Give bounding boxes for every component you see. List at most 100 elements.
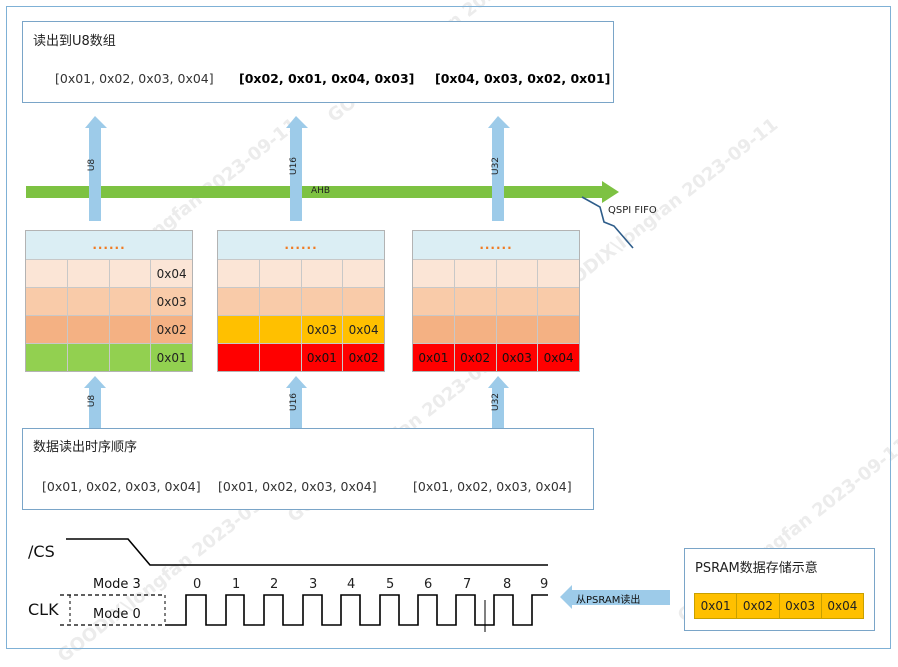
fifo-cell	[218, 316, 259, 343]
ahb-bus-arrow	[26, 181, 619, 203]
fifo-cell: 0x02	[342, 344, 384, 371]
fifo-row: 0x03	[26, 287, 192, 315]
cs-waveform	[66, 538, 548, 566]
fifo-cell	[258, 288, 301, 315]
fifo-row	[413, 259, 579, 287]
fifo-head-row: ......	[413, 231, 579, 259]
fifo-u8: ...... 0x04 0x03 0x02 0x01	[25, 230, 193, 372]
cs-label: /CS	[28, 542, 55, 561]
qspi-fifo-line	[581, 196, 634, 249]
u8-result-3: [0x04, 0x03, 0x02, 0x01]	[435, 71, 611, 86]
fifo-u16: ...... 0x03 0x04 0x01 0x02	[217, 230, 385, 372]
psram-title: PSRAM数据存储示意	[695, 561, 818, 576]
psram-byte: 0x04	[820, 594, 863, 618]
clock-number: 7	[463, 577, 472, 592]
fifo-u32: ...... 0x01 0x02 0x03 0x04	[412, 230, 580, 372]
fifo-cell	[495, 260, 538, 287]
u8-result-1: [0x01, 0x02, 0x03, 0x04]	[55, 71, 214, 86]
u8-array-title: 读出到U8数组	[33, 34, 116, 49]
clock-number: 8	[503, 577, 512, 592]
fifo-cell	[258, 316, 301, 343]
clock-number: 0	[193, 577, 202, 592]
fifo-cell	[342, 288, 384, 315]
fifo-cell	[300, 260, 343, 287]
fifo-cell	[495, 288, 538, 315]
fifo-cell	[66, 288, 109, 315]
fifo-cell: 0x01	[418, 350, 449, 365]
psram-read-arrow	[560, 585, 670, 609]
fifo-cell: 0x04	[342, 316, 384, 343]
fifo-cell	[495, 316, 538, 343]
fifo-cell	[218, 288, 259, 315]
mode3-label: Mode 3	[93, 577, 141, 592]
psram-box: PSRAM数据存储示意 0x01 0x02 0x03 0x04	[684, 548, 875, 631]
read-order-seq-2: [0x01, 0x02, 0x03, 0x04]	[218, 479, 377, 494]
clock-number: 2	[270, 577, 279, 592]
fifo-cell	[66, 260, 109, 287]
fifo-row: 0x02	[26, 315, 192, 343]
fifo-row: 0x04	[26, 259, 192, 287]
fifo-cell	[108, 344, 151, 371]
u32-up-arrow-top	[488, 116, 510, 221]
u8-array-box: 读出到U8数组 [0x01, 0x02, 0x03, 0x04] [0x02, …	[22, 21, 614, 103]
clock-number: 3	[309, 577, 318, 592]
fifo-head-row: ......	[218, 231, 384, 259]
fifo-ellipsis: ......	[479, 238, 513, 252]
fifo-row: 0x01 0x02 0x03 0x04	[413, 343, 579, 371]
read-order-box: 数据读出时序顺序 [0x01, 0x02, 0x03, 0x04] [0x01,…	[22, 428, 594, 510]
qspi-fifo-label: QSPI FIFO	[608, 205, 657, 216]
u16-up-arrow-top	[286, 116, 308, 221]
fifo-cell	[413, 288, 454, 315]
fifo-cell	[66, 344, 109, 371]
psram-bytes: 0x01 0x02 0x03 0x04	[694, 593, 864, 619]
fifo-cell: 0x02	[150, 316, 192, 343]
fifo-cell	[26, 344, 67, 371]
read-order-title: 数据读出时序顺序	[33, 440, 138, 455]
fifo-row: 0x01	[26, 343, 192, 371]
u16-top-label: U16	[289, 156, 300, 176]
fifo-cell	[413, 316, 454, 343]
u8-result-2: [0x02, 0x01, 0x04, 0x03]	[239, 71, 415, 86]
fifo-cell	[453, 316, 496, 343]
psram-byte: 0x03	[778, 594, 821, 618]
fifo-ellipsis: ......	[92, 238, 126, 252]
u32-up-arrow-bottom	[488, 376, 509, 428]
fifo-cell	[413, 260, 454, 287]
fifo-cell: 0x03	[150, 288, 192, 315]
u16-up-arrow-bottom	[286, 376, 307, 428]
fifo-row	[218, 259, 384, 287]
psram-byte: 0x02	[736, 594, 778, 618]
fifo-cell	[258, 344, 301, 371]
diagram-frame	[6, 6, 891, 649]
u8-top-label: U8	[87, 158, 98, 172]
fifo-cell: 0x01	[150, 344, 192, 371]
u8-up-arrow-top	[85, 116, 107, 221]
fifo-cell	[26, 316, 67, 343]
fifo-cell: 0x04	[150, 260, 192, 287]
fifo-cell: 0x01	[300, 344, 343, 371]
u16-bottom-label: U16	[289, 392, 300, 412]
fifo-cell	[342, 260, 384, 287]
u32-bottom-label: U32	[491, 392, 502, 412]
ahb-label: AHB	[311, 186, 331, 196]
psram-read-label: 从PSRAM读出	[576, 595, 641, 606]
clock-number: 5	[386, 577, 395, 592]
fifo-head-row: ......	[26, 231, 192, 259]
u8-bottom-label: U8	[87, 394, 98, 408]
read-order-seq-3: [0x01, 0x02, 0x03, 0x04]	[413, 479, 572, 494]
mode0-label: Mode 0	[93, 607, 141, 622]
fifo-cell	[537, 316, 579, 343]
clock-number: 9	[540, 577, 549, 592]
fifo-cell	[218, 344, 259, 371]
fifo-cell	[258, 260, 301, 287]
fifo-cell: 0x04	[537, 344, 579, 371]
fifo-row	[413, 287, 579, 315]
fifo-ellipsis: ......	[284, 238, 318, 252]
read-order-seq-1: [0x01, 0x02, 0x03, 0x04]	[42, 479, 201, 494]
fifo-cell	[108, 316, 151, 343]
fifo-cell	[108, 260, 151, 287]
fifo-cell	[453, 260, 496, 287]
fifo-cell: 0x03	[300, 316, 343, 343]
fifo-row	[218, 287, 384, 315]
fifo-row	[413, 315, 579, 343]
